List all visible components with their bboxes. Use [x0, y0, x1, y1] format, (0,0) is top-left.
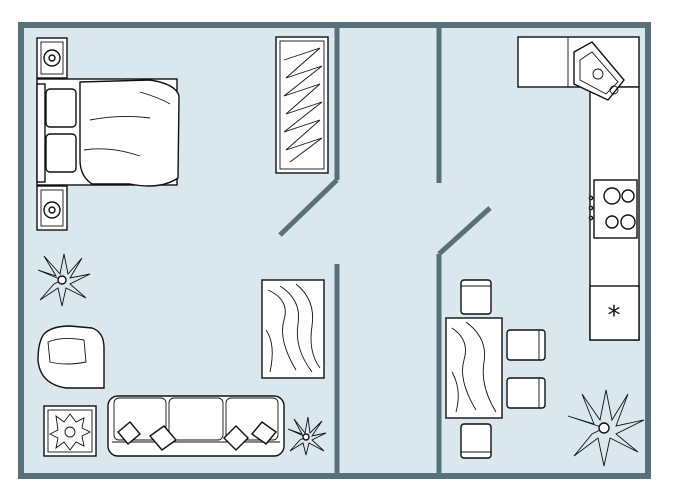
wardrobe	[275, 36, 329, 174]
bed-pillow-2	[45, 133, 77, 173]
headboard	[36, 83, 46, 183]
dining-chair-3	[506, 377, 546, 409]
armchair	[37, 325, 105, 389]
nightstand-top	[36, 37, 68, 79]
interior-walls	[334, 28, 442, 473]
dining-chair-2	[506, 329, 546, 361]
plant-left	[37, 253, 91, 307]
dining-chair-4	[460, 423, 492, 459]
bed	[36, 78, 180, 187]
bedroom-door	[278, 178, 339, 237]
blanket	[79, 79, 180, 187]
plant-kitchen	[567, 389, 645, 467]
nightstand-bottom	[36, 185, 68, 231]
dining-chair-1	[460, 279, 492, 315]
stove	[588, 179, 638, 239]
kitchen-door	[437, 206, 492, 256]
sink	[573, 41, 625, 101]
sofa	[107, 395, 285, 457]
outer-walls	[18, 22, 651, 479]
bed-pillow-1	[45, 88, 77, 128]
blanket-fold	[83, 91, 171, 157]
fridge: *	[589, 285, 640, 341]
fridge-symbol: *	[608, 301, 621, 331]
doors	[278, 178, 492, 256]
plant-sofa	[287, 416, 327, 456]
coffee-table	[261, 279, 325, 379]
dining-table	[445, 317, 503, 419]
side-table	[43, 405, 97, 457]
